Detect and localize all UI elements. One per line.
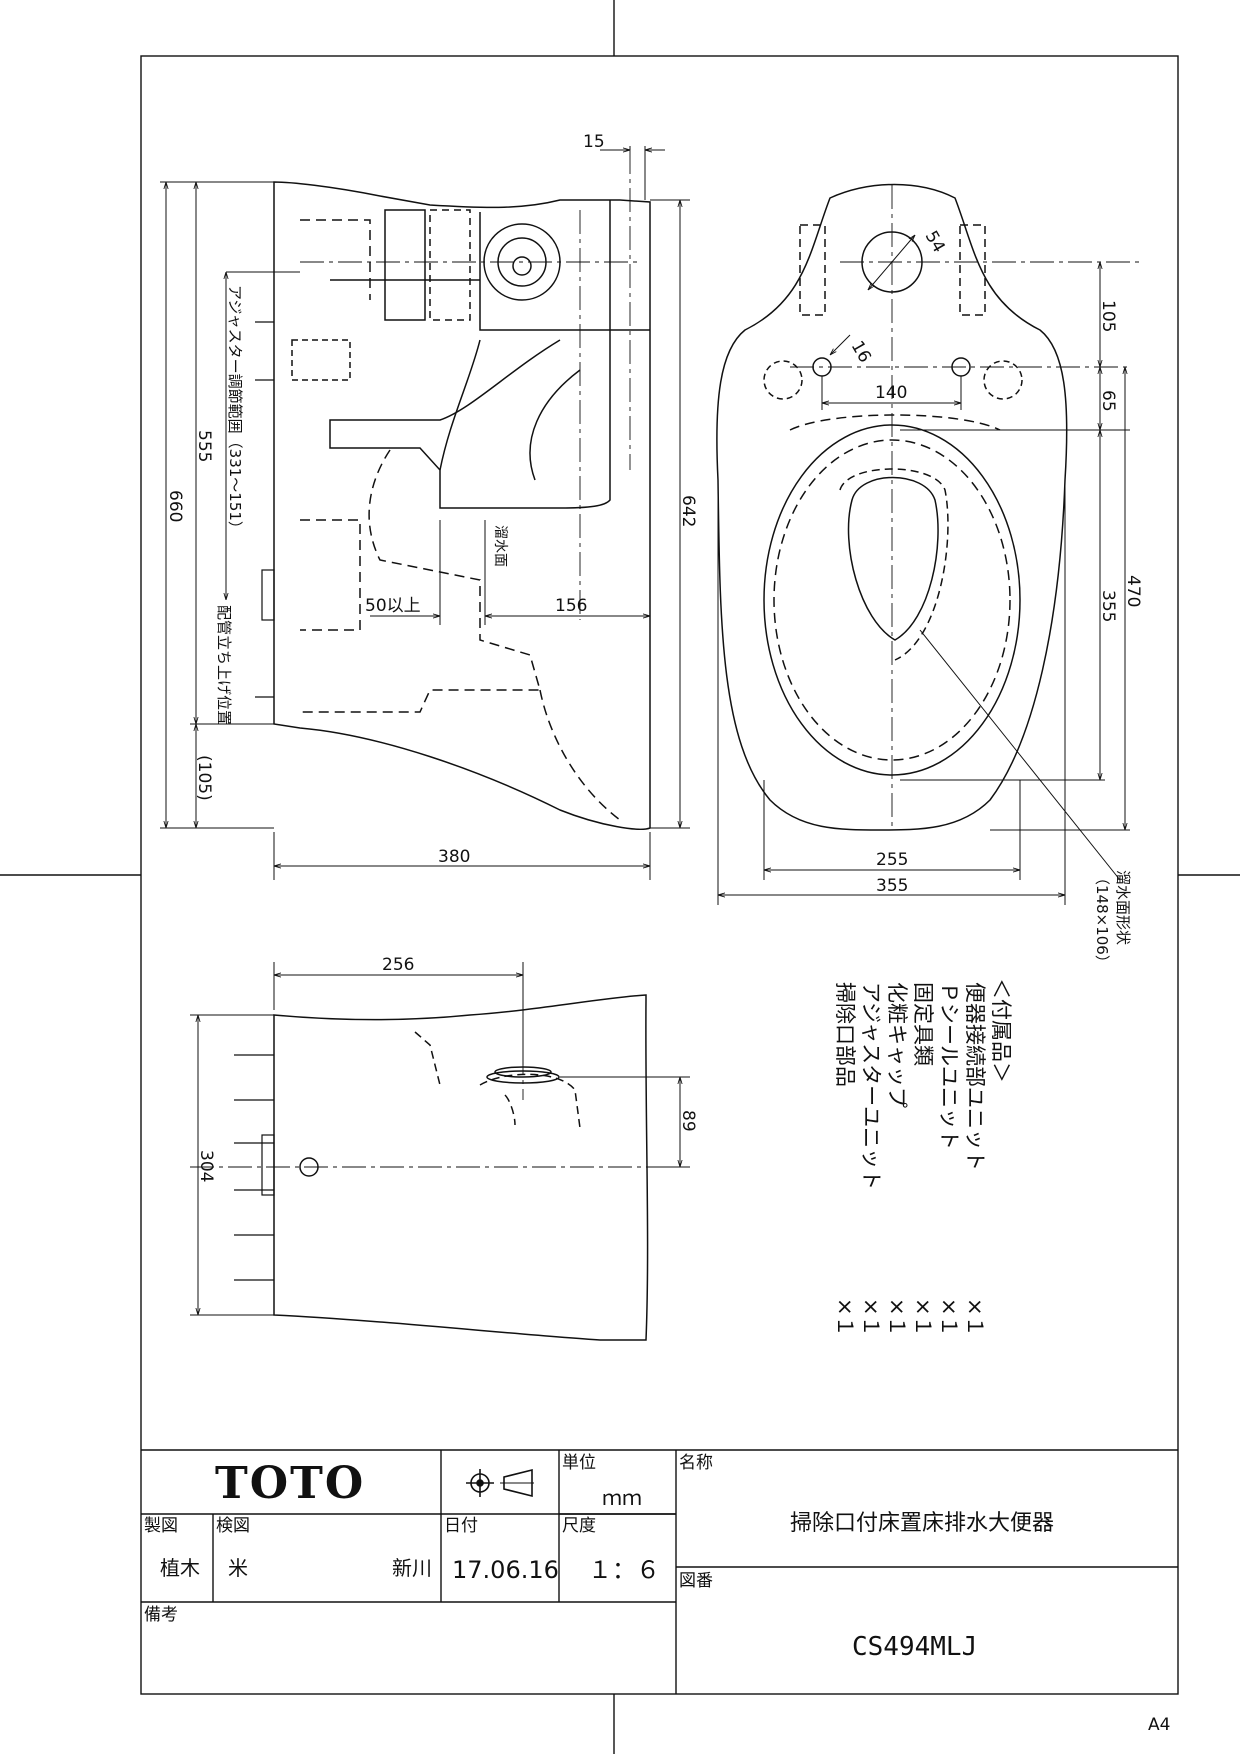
accessory-list: ＜付属品＞ 便器接続部ユニット Ｐシールユニット 固定具類 化粧キャップ アジャ… (833, 978, 1013, 1337)
projection-symbol (466, 1468, 534, 1498)
dim-105: 105 (1098, 300, 1118, 332)
top-view (716, 183, 1140, 831)
checked-by-2: 新川 (392, 1556, 432, 1580)
scale-label: 尺度 (562, 1516, 596, 1536)
title-block (141, 1449, 1178, 1694)
unit-label: 単位 (562, 1453, 596, 1473)
accessory-item: 便器接続部ユニット (963, 982, 987, 1171)
dim-660: 660 (165, 490, 185, 522)
side-view-dimensions (160, 146, 690, 880)
unit-value: ｍｍ (602, 1486, 642, 1510)
dim-15: 15 (583, 132, 605, 152)
bottom-view (190, 975, 650, 1341)
dim-105b: (105) (194, 755, 214, 801)
accessory-qty: ×１ (911, 1298, 935, 1337)
remarks-label: 備考 (144, 1605, 178, 1625)
accessory-qty: ×１ (859, 1298, 883, 1337)
date-label: 日付 (444, 1516, 478, 1536)
drawn-label: 製図 (144, 1516, 178, 1536)
dim-54: 54 (921, 228, 949, 257)
dim-256: 256 (382, 955, 414, 975)
accessory-title: ＜付属品＞ (989, 978, 1013, 1083)
dim-156: 156 (555, 596, 587, 616)
accessory-qty: ×１ (963, 1298, 987, 1337)
drawing-name: 掃除口付床置床排水大便器 (790, 1511, 1054, 1536)
checked-by-1: 米 (228, 1556, 248, 1580)
water-surface-label: 溜水面 (492, 525, 508, 567)
accessory-item: 固定具類 (911, 982, 935, 1066)
number-label: 図番 (679, 1571, 713, 1591)
pool-size-label: （148×106） (1093, 870, 1111, 970)
bottom-view-dimensions (190, 962, 690, 1316)
drawn-by: 植木 (160, 1556, 200, 1580)
drawing-number: CS494MLJ (852, 1632, 977, 1662)
dim-16: 16 (847, 338, 875, 367)
accessory-item: Ｐシールユニット (937, 982, 961, 1150)
dim-65: 65 (1098, 390, 1118, 412)
top-view-labels: 54 16 140 105 65 470 355 255 355 溜水面形状 （… (847, 228, 1143, 970)
side-view (255, 150, 651, 830)
accessory-item: 掃除口部品 (833, 982, 857, 1087)
adjuster-range-label: アジャスター調節範囲（331〜151） (226, 285, 244, 536)
dim-555: 555 (194, 430, 214, 462)
dim-355-vertical: 355 (1098, 590, 1118, 622)
side-view-labels: 15 380 50以上 156 660 555 (105) 642 アジャスター… (165, 132, 698, 867)
pool-shape-label: 溜水面形状 (1114, 870, 1132, 945)
dim-470: 470 (1123, 575, 1143, 607)
paper-size: A4 (1148, 1715, 1170, 1735)
accessory-qty: ×１ (937, 1298, 961, 1337)
accessory-qty: ×１ (885, 1298, 909, 1337)
dim-140: 140 (875, 383, 907, 403)
title-block-text: TOTO 単位 ｍｍ 名称 掃除口付床置床排水大便器 製図 植木 検図 米 新川… (144, 1453, 1170, 1735)
brand-logo: TOTO (215, 1458, 365, 1509)
name-label: 名称 (679, 1453, 713, 1473)
bottom-view-labels: 256 89 304 (196, 955, 698, 1182)
scale-value: １：６ (588, 1556, 660, 1584)
checked-label: 検図 (216, 1516, 250, 1536)
dim-255: 255 (876, 850, 908, 870)
dim-89: 89 (678, 1110, 698, 1132)
accessory-qty: ×１ (833, 1298, 857, 1337)
dim-304: 304 (196, 1150, 216, 1182)
top-view-dimensions (717, 235, 1130, 905)
dim-355-horizontal: 355 (876, 876, 908, 896)
accessory-item: 化粧キャップ (885, 982, 909, 1108)
dim-642: 642 (678, 495, 698, 527)
accessory-item: アジャスターユニット (859, 982, 883, 1190)
dim-380: 380 (438, 847, 470, 867)
dim-50: 50以上 (365, 596, 421, 616)
pipe-position-label: 配管立ち上げ位置 (215, 605, 233, 725)
date-value: 17.06.16 (452, 1556, 559, 1584)
